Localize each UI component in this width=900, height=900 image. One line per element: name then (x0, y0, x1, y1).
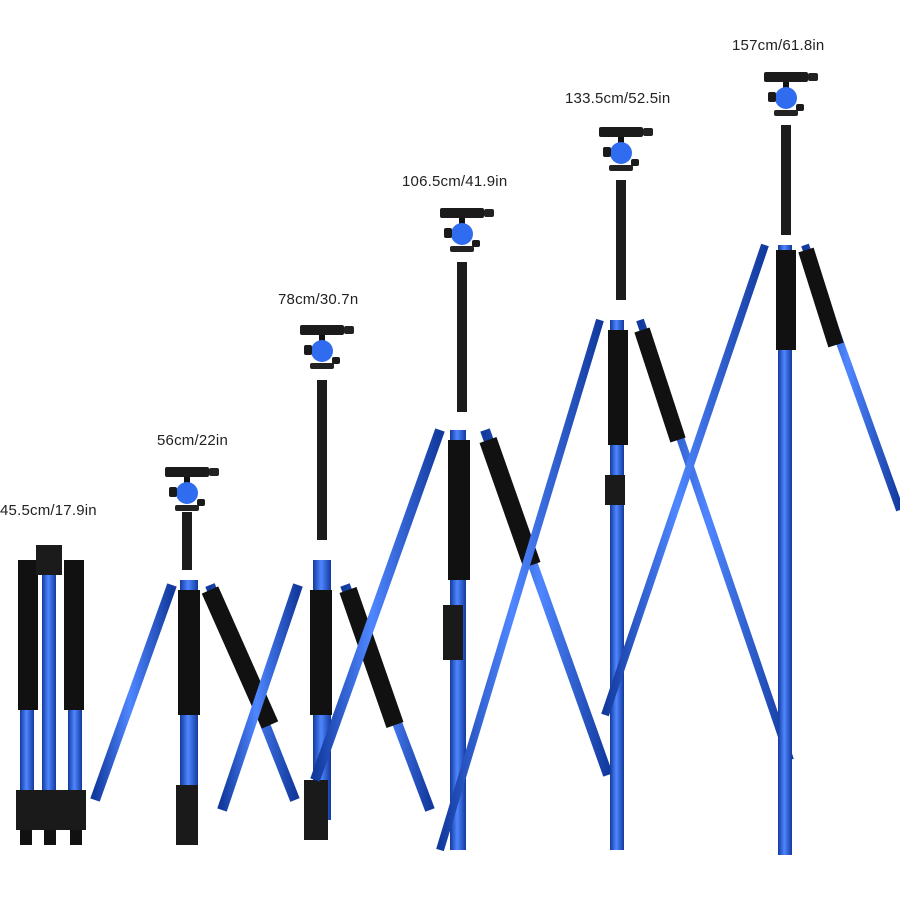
tripod-133cm (436, 127, 794, 852)
height-label-5: 133.5cm/52.5in (565, 90, 671, 107)
height-label-4: 106.5cm/41.9in (402, 173, 508, 190)
tripod-106cm (310, 208, 613, 850)
height-label-2: 56cm/22in (157, 432, 229, 449)
tripod-folded (16, 545, 86, 845)
tripod-56cm (90, 467, 300, 845)
height-label-3: 78cm/30.7n (278, 291, 359, 308)
height-label-6: 157cm/61.8in (732, 37, 825, 54)
height-label-1: 45.5cm/17.9in (0, 502, 97, 519)
tripod-157cm (601, 72, 900, 855)
